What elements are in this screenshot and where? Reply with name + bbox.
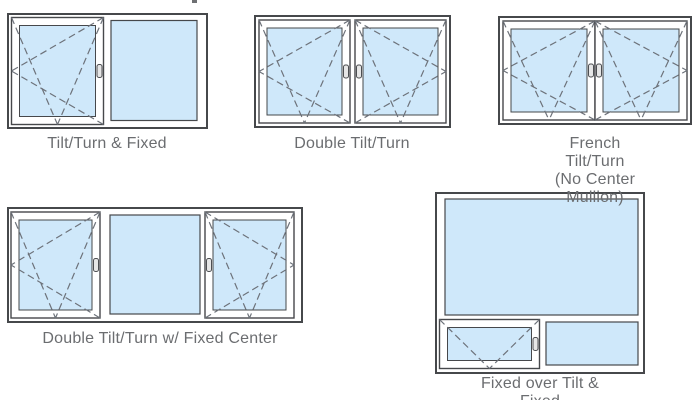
turn-symbol-line bbox=[502, 69, 596, 121]
sash-glass-pane bbox=[447, 327, 532, 361]
turn-symbol-line bbox=[258, 19, 351, 73]
cropped-text-fragment bbox=[192, 0, 197, 3]
tilt-symbol-line bbox=[258, 19, 306, 124]
window-handle-icon bbox=[596, 63, 602, 78]
tilt-symbol-line bbox=[10, 17, 59, 125]
turn-symbol-line bbox=[10, 264, 101, 319]
fixed-glass-pane bbox=[444, 198, 639, 316]
sash-glass-pane bbox=[18, 219, 93, 311]
turn-symbol-line bbox=[502, 20, 596, 72]
turn-symbol-line bbox=[11, 16, 104, 72]
diagram-double-tilt-turn bbox=[254, 15, 451, 128]
tilt-symbol-line bbox=[204, 211, 251, 319]
window-handle-icon bbox=[588, 63, 594, 78]
tilt-symbol-line bbox=[10, 211, 57, 319]
fixed-glass-pane bbox=[109, 214, 201, 315]
caption-tilt-turn-and-fixed: Tilt/Turn & Fixed bbox=[47, 135, 167, 152]
tilt-symbol-line bbox=[489, 319, 540, 369]
turn-symbol-line bbox=[594, 20, 688, 72]
caption-double-tilt-turn: Double Tilt/Turn bbox=[294, 135, 410, 152]
caption-french-tilt-turn: French Tilt/Turn (No Center Mullion) bbox=[554, 135, 636, 206]
turn-symbol-line bbox=[594, 69, 688, 121]
turn-symbol-line bbox=[204, 264, 295, 319]
diagram-double-tilt-turn-fixed-center bbox=[7, 207, 303, 323]
tilt-symbol-line bbox=[54, 211, 101, 319]
caption-double-tilt-turn-fixed-center: Double Tilt/Turn w/ Fixed Center bbox=[42, 330, 278, 347]
turn-symbol-line bbox=[354, 70, 447, 124]
tilt-symbol-line bbox=[303, 19, 351, 124]
tilt-symbol-line bbox=[502, 20, 550, 121]
tilt-symbol-line bbox=[399, 19, 447, 124]
diagram-fixed-over-tilt-and-fixed bbox=[435, 192, 645, 374]
diagram-tilt-turn-and-fixed bbox=[7, 13, 208, 129]
sash-glass-pane bbox=[602, 28, 680, 113]
window-handle-icon bbox=[356, 64, 362, 79]
turn-symbol-line bbox=[11, 70, 104, 126]
tilt-symbol-line bbox=[354, 19, 402, 124]
fixed-glass-pane bbox=[545, 321, 639, 366]
tilt-symbol-line bbox=[248, 211, 295, 319]
window-handle-icon bbox=[343, 64, 349, 79]
turn-symbol-line bbox=[10, 211, 101, 266]
sash-glass-pane bbox=[19, 25, 96, 117]
sash-glass-pane bbox=[212, 219, 287, 311]
diagram-french-tilt-turn bbox=[498, 16, 692, 125]
tilt-symbol-line bbox=[640, 20, 688, 121]
tilt-symbol-line bbox=[594, 20, 642, 121]
window-handle-icon bbox=[96, 64, 103, 78]
fixed-glass-pane bbox=[110, 19, 198, 122]
tilt-symbol-line bbox=[548, 20, 596, 121]
window-handle-icon bbox=[532, 337, 539, 351]
tilt-symbol-line bbox=[56, 17, 105, 125]
sash-glass-pane bbox=[362, 27, 439, 116]
turn-symbol-line bbox=[204, 211, 295, 266]
turn-symbol-line bbox=[354, 19, 447, 73]
turn-symbol-line bbox=[258, 70, 351, 124]
window-handle-icon bbox=[206, 258, 212, 272]
sash-glass-pane bbox=[510, 28, 588, 113]
caption-fixed-over-tilt-and-fixed: Fixed over Tilt & Fixed bbox=[480, 375, 600, 400]
sash-glass-pane bbox=[266, 27, 343, 116]
tilt-symbol-line bbox=[439, 319, 490, 369]
window-handle-icon bbox=[93, 258, 99, 272]
